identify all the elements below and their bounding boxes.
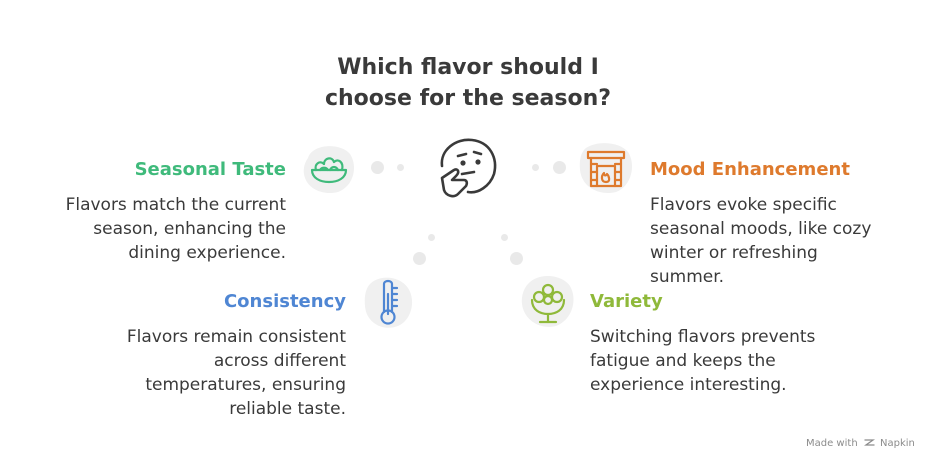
salad-bowl-icon [303, 146, 354, 194]
made-with-napkin-footer[interactable]: Made with Napkin [806, 438, 915, 449]
title-line-2: choose for the season? [324, 86, 612, 111]
consistency-line: across different [213, 351, 346, 371]
variety-description: Switching flavors prevents fatigue and k… [590, 325, 815, 397]
seasonal-taste-line: dining experience. [128, 243, 286, 263]
mood-enhancement-heading: Mood Enhancement [650, 159, 850, 180]
connector-dot [428, 234, 435, 241]
mood-enhancement-description: Flavors evoke specific seasonal moods, l… [650, 193, 871, 289]
flower-bouquet-icon [521, 275, 574, 327]
page-title: Which flavor should I choose for the sea… [268, 52, 668, 114]
connector-dot [501, 234, 508, 241]
mood-enhancement-line: summer. [650, 267, 725, 287]
thinking-face-icon [440, 138, 497, 198]
made-with-label: Made with [806, 438, 858, 449]
seasonal-taste-line: season, enhancing the [93, 219, 286, 239]
connector-dot [397, 164, 404, 171]
mood-enhancement-line: seasonal moods, like cozy [650, 219, 872, 239]
consistency-description: Flavors remain consistent across differe… [127, 325, 346, 421]
seasonal-taste-line: Flavors match the current [65, 195, 286, 215]
seasonal-taste-heading: Seasonal Taste [134, 159, 286, 180]
mood-enhancement-line: Flavors evoke specific [650, 195, 837, 215]
variety-heading: Variety [590, 291, 663, 312]
variety-line: experience interesting. [590, 375, 787, 395]
connector-dot [532, 164, 539, 171]
connector-dot [510, 252, 523, 265]
variety-line: Switching flavors prevents [590, 327, 816, 347]
napkin-logo-icon [863, 439, 875, 446]
seasonal-taste-description: Flavors match the current season, enhanc… [66, 193, 286, 265]
consistency-line: reliable taste. [229, 399, 346, 419]
consistency-line: temperatures, ensuring [145, 375, 346, 395]
title-line-1: Which flavor should I [337, 55, 599, 80]
napkin-brand-label: Napkin [880, 438, 915, 449]
variety-line: fatigue and keeps the [590, 351, 776, 371]
consistency-line: Flavors remain consistent [126, 327, 346, 347]
thermometer-icon [364, 277, 413, 328]
connector-dot [413, 252, 426, 265]
fireplace-icon [579, 143, 632, 194]
consistency-heading: Consistency [223, 291, 346, 312]
connector-dot [553, 161, 566, 174]
mood-enhancement-line: winter or refreshing [650, 243, 818, 263]
connector-dot [371, 161, 384, 174]
